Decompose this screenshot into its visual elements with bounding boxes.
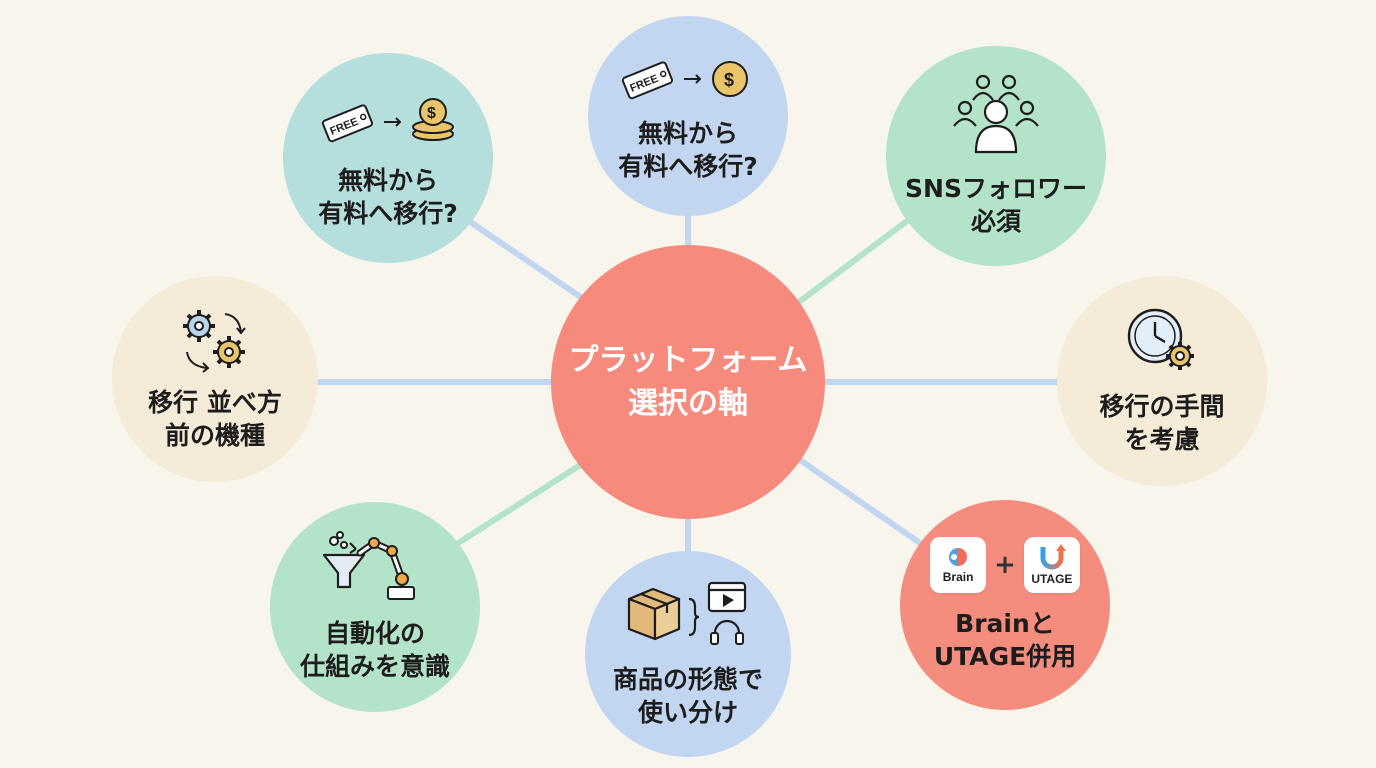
- node-product-form-label: 商品の形態で 使い分け: [613, 663, 763, 729]
- label-line-2: 必須: [970, 207, 1021, 236]
- label-line-1: 無料から: [337, 166, 438, 195]
- label-line-2: 前の機種: [164, 421, 265, 450]
- plus-sign: +: [994, 550, 1016, 580]
- label-line-2: UTAGE併用: [933, 642, 1077, 671]
- label-line-1: 商品の形態で: [612, 665, 763, 694]
- label-line-2: を考慮: [1124, 425, 1200, 454]
- label-line-2: 使い分け: [637, 698, 738, 727]
- people-group-icon: [951, 74, 1041, 158]
- hub-label-line-1: プラットフォーム: [568, 342, 808, 378]
- node-migration-effort-label: 移行の手間 を考慮: [1099, 390, 1224, 456]
- node-pre-migration-label: 移行 並べ方 前の機種: [148, 386, 282, 452]
- hub-label-line-2: 選択の軸: [627, 386, 748, 421]
- link-bottom-right: [798, 457, 932, 553]
- label-line-1: 移行 並べ方: [148, 388, 282, 417]
- link-top-left: [458, 212, 587, 303]
- node-free-to-paid-top-label: 無料から 有料へ移行?: [618, 117, 758, 183]
- label-line-2: 有料へ移行?: [618, 152, 758, 181]
- node-sns-followers-label: SNSフォロワー 必須: [905, 172, 1087, 238]
- clock-gear-icon: [1122, 306, 1202, 380]
- funnel-robot-arm-icon: [320, 531, 430, 609]
- node-brain-utage-label: Brainと UTAGE併用: [934, 607, 1076, 673]
- node-product-form: 商品の形態で 使い分け: [585, 551, 791, 757]
- node-free-to-paid-top: FREE $ 無料から 有料へ移行?: [588, 16, 788, 216]
- gears-cycle-icon: [177, 306, 253, 378]
- hub-label: プラットフォーム 選択の軸: [568, 339, 807, 426]
- free-tag-to-coin-icon: FREE $: [618, 53, 758, 107]
- label-line-1: 自動化の: [324, 619, 425, 648]
- brain-icon: [949, 548, 968, 566]
- label-line-1: Brainと: [955, 609, 1055, 638]
- node-migration-effort: 移行の手間 を考慮: [1057, 276, 1267, 486]
- utage-icon: [1040, 544, 1066, 570]
- hub-node: プラットフォーム 選択の軸: [551, 245, 825, 519]
- box-branching-icon: [623, 579, 753, 653]
- node-automation: 自動化の 仕組みを意識: [270, 502, 480, 712]
- label-line-2: 仕組みを意識: [299, 652, 450, 681]
- label-line-1: SNSフォロワー: [905, 174, 1087, 203]
- node-sns-followers: SNSフォロワー 必須: [886, 46, 1106, 266]
- utage-logo: UTAGE: [1023, 537, 1080, 593]
- utage-logo-text: UTAGE: [1031, 572, 1073, 586]
- brain-logo: Brain: [930, 537, 987, 593]
- node-pre-migration: 移行 並べ方 前の機種: [112, 276, 318, 482]
- link-bottom-left: [453, 459, 587, 548]
- node-free-to-paid-left: FREE $ 無料から 有料へ移行?: [283, 53, 493, 263]
- link-top-right: [793, 212, 917, 308]
- node-free-to-paid-left-label: 無料から 有料へ移行?: [318, 164, 458, 230]
- label-line-1: 無料から: [637, 119, 738, 148]
- node-automation-label: 自動化の 仕組みを意識: [300, 617, 450, 683]
- label-line-2: 有料へ移行?: [318, 199, 458, 228]
- brain-utage-logos: Brain + UTAGE: [930, 537, 1080, 593]
- brain-logo-text: Brain: [942, 570, 974, 584]
- node-brain-utage: Brain + UTAGE Brainと UTAG: [900, 500, 1110, 710]
- free-tag-to-coins-icon: FREE $: [318, 96, 458, 150]
- svg-text:$: $: [724, 70, 734, 90]
- svg-text:$: $: [427, 105, 436, 122]
- label-line-1: 移行の手間: [1099, 392, 1225, 421]
